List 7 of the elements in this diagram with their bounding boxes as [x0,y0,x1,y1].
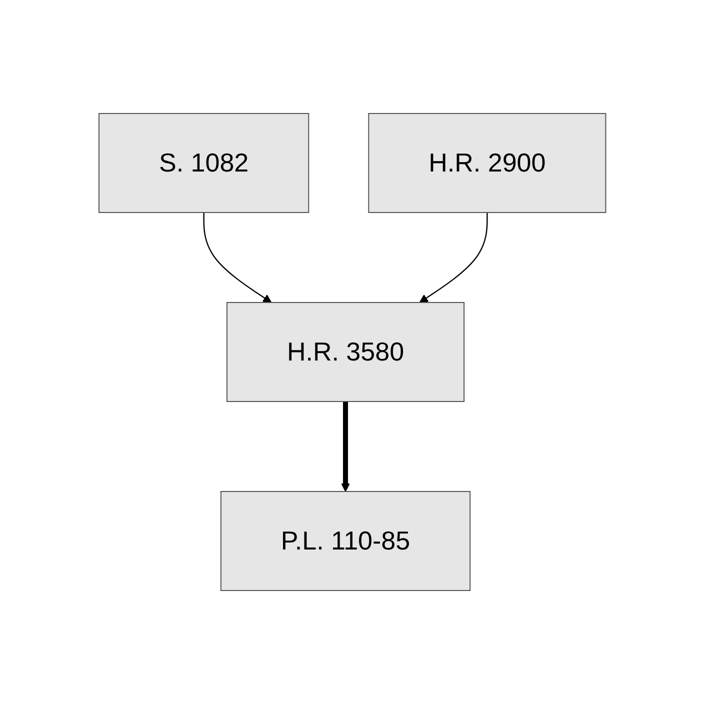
node-box: H.R. 3580 [226,302,464,402]
arrow [418,212,488,303]
node-box: H.R. 2900 [368,113,606,213]
arrow [340,402,350,492]
node-box: S. 1082 [98,113,309,213]
arrow [202,212,272,303]
node-box: P.L. 110-85 [220,491,470,591]
